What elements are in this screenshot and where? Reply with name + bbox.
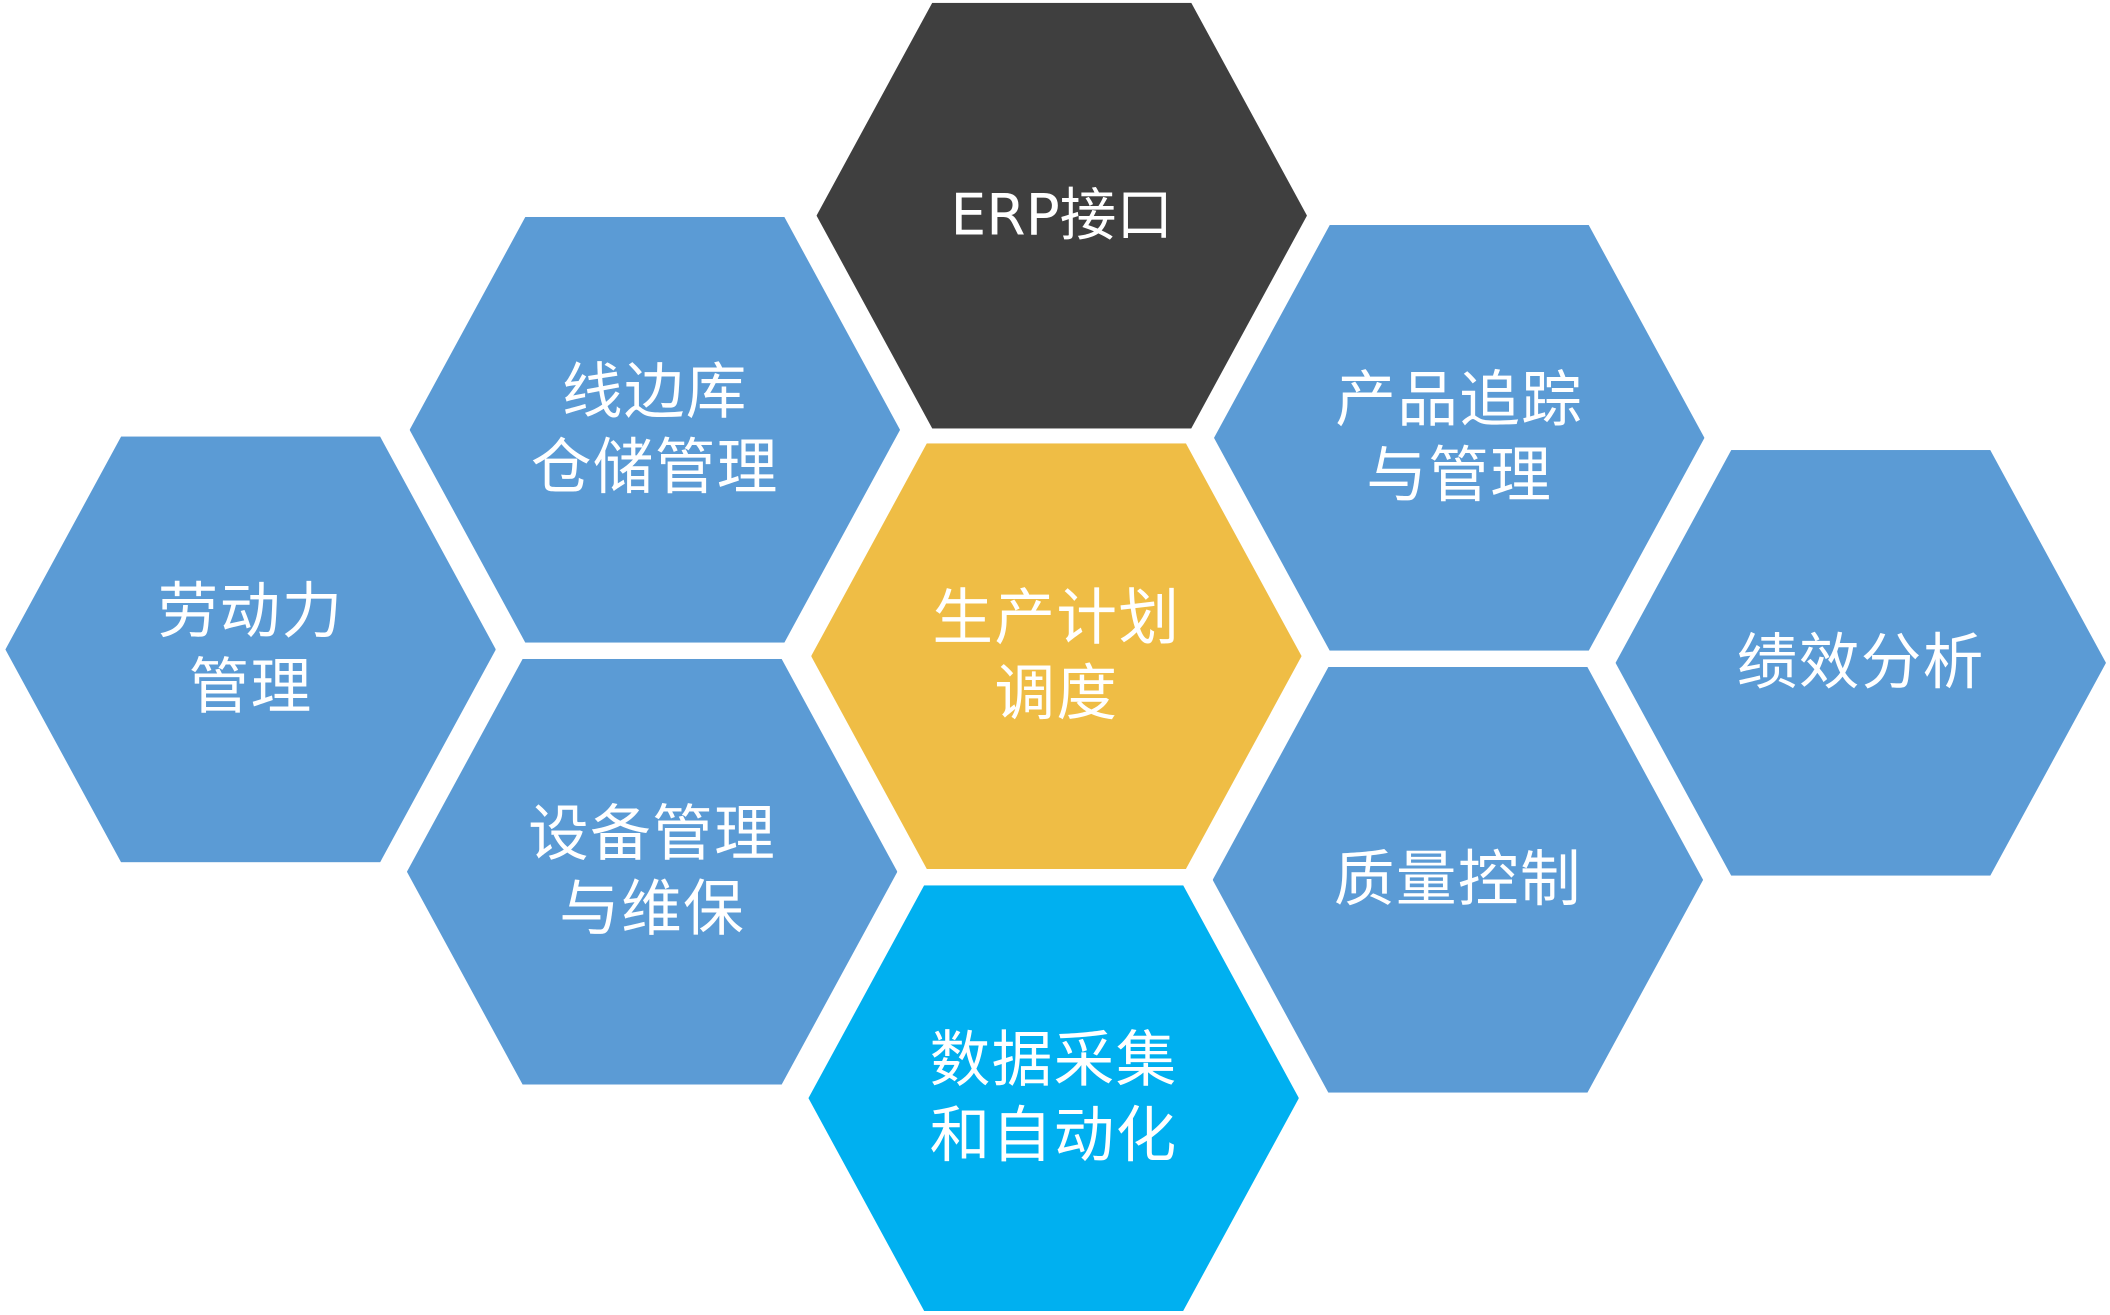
hex-equipment-label-line1: 设备管理 (528, 797, 777, 870)
hex-warehouse-label-line2: 仓储管理 (530, 431, 779, 503)
hex-performance-label: 绩效分析 (1736, 626, 1985, 698)
hex-equipment-label-line2: 与维保 (559, 873, 746, 945)
hex-tracking-label-line2: 与管理 (1366, 439, 1553, 511)
hex-data-acquisition: 数据采集 和自动化 (808, 885, 1299, 1312)
hex-labor-management: 劳动力 管理 (5, 436, 496, 863)
hex-quality-label: 质量控制 (1333, 843, 1582, 915)
hex-center-label-line2: 调度 (994, 657, 1119, 729)
hex-equipment-maintenance: 设备管理 与维保 (406, 658, 898, 1085)
hex-production-scheduling: 生产计划 调度 (811, 443, 1302, 870)
hex-quality-control: 质量控制 (1212, 666, 1704, 1093)
hex-product-tracking: 产品追踪 与管理 (1214, 225, 1705, 651)
hex-labor-label-line2: 管理 (188, 650, 313, 723)
hex-warehouse-label-line1: 线边库 (561, 355, 748, 428)
hex-data-label-line1: 数据采集 (929, 1024, 1178, 1096)
hex-tracking-label-line1: 产品追踪 (1335, 363, 1584, 436)
hex-labor-label-line1: 劳动力 (157, 575, 344, 647)
hex-erp-interface: ERP接口 (816, 2, 1307, 429)
hex-erp-label: ERP接口 (950, 181, 1173, 248)
hex-data-label-line2: 和自动化 (929, 1099, 1178, 1171)
hex-performance-analysis: 绩效分析 (1615, 450, 2106, 876)
hex-warehouse-management: 线边库 仓储管理 (409, 216, 901, 643)
hex-center-label-line1: 生产计划 (932, 582, 1181, 654)
